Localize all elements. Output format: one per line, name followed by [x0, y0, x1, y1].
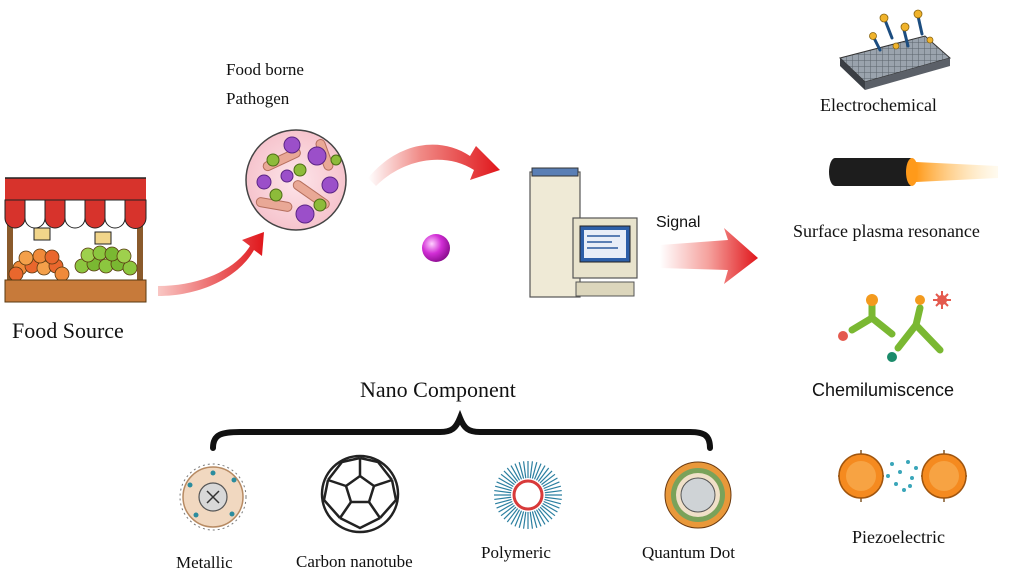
optical-fiber-icon — [829, 158, 998, 186]
micelle-icon — [494, 461, 562, 529]
signal-label: Signal — [656, 214, 701, 231]
antibody-icon — [838, 291, 951, 362]
analyzer-computer-icon — [529, 167, 638, 298]
quantum-dot-label: Quantum Dot — [642, 543, 736, 562]
curved-arrow-1 — [158, 232, 264, 296]
pathogen-label-line1: Food borne — [226, 60, 304, 79]
piezoelectric-label: Piezoelectric — [852, 527, 945, 547]
metallic-nanoparticle-icon — [179, 463, 247, 531]
signal-arrow — [660, 228, 758, 284]
metallic-label: Metallic — [176, 553, 233, 572]
quantum-dot-icon — [664, 461, 732, 529]
crystal-particles-icon — [838, 450, 967, 502]
nano-component-label: Nano Component — [360, 377, 516, 402]
polymeric-label: Polymeric — [481, 543, 551, 562]
chemilumiscence-label: Chemilumiscence — [812, 380, 955, 400]
pathogen-label-line2: Pathogen — [226, 89, 290, 108]
bacteria-virus-icon — [245, 129, 347, 231]
electrochemical-label: Electrochemical — [820, 95, 937, 115]
curved-arrow-2 — [368, 144, 500, 186]
surface-plasma-resonance-label: Surface plasma resonance — [793, 221, 980, 241]
carbon-nanotube-label: Carbon nanotube — [296, 552, 413, 571]
nanoparticle-sphere-icon — [422, 234, 450, 262]
nano-component-brace — [210, 409, 713, 451]
electrode-chip-icon — [839, 9, 952, 90]
market-stall-icon — [4, 177, 147, 303]
food-source-label: Food Source — [12, 318, 124, 343]
fullerene-icon — [320, 454, 400, 534]
